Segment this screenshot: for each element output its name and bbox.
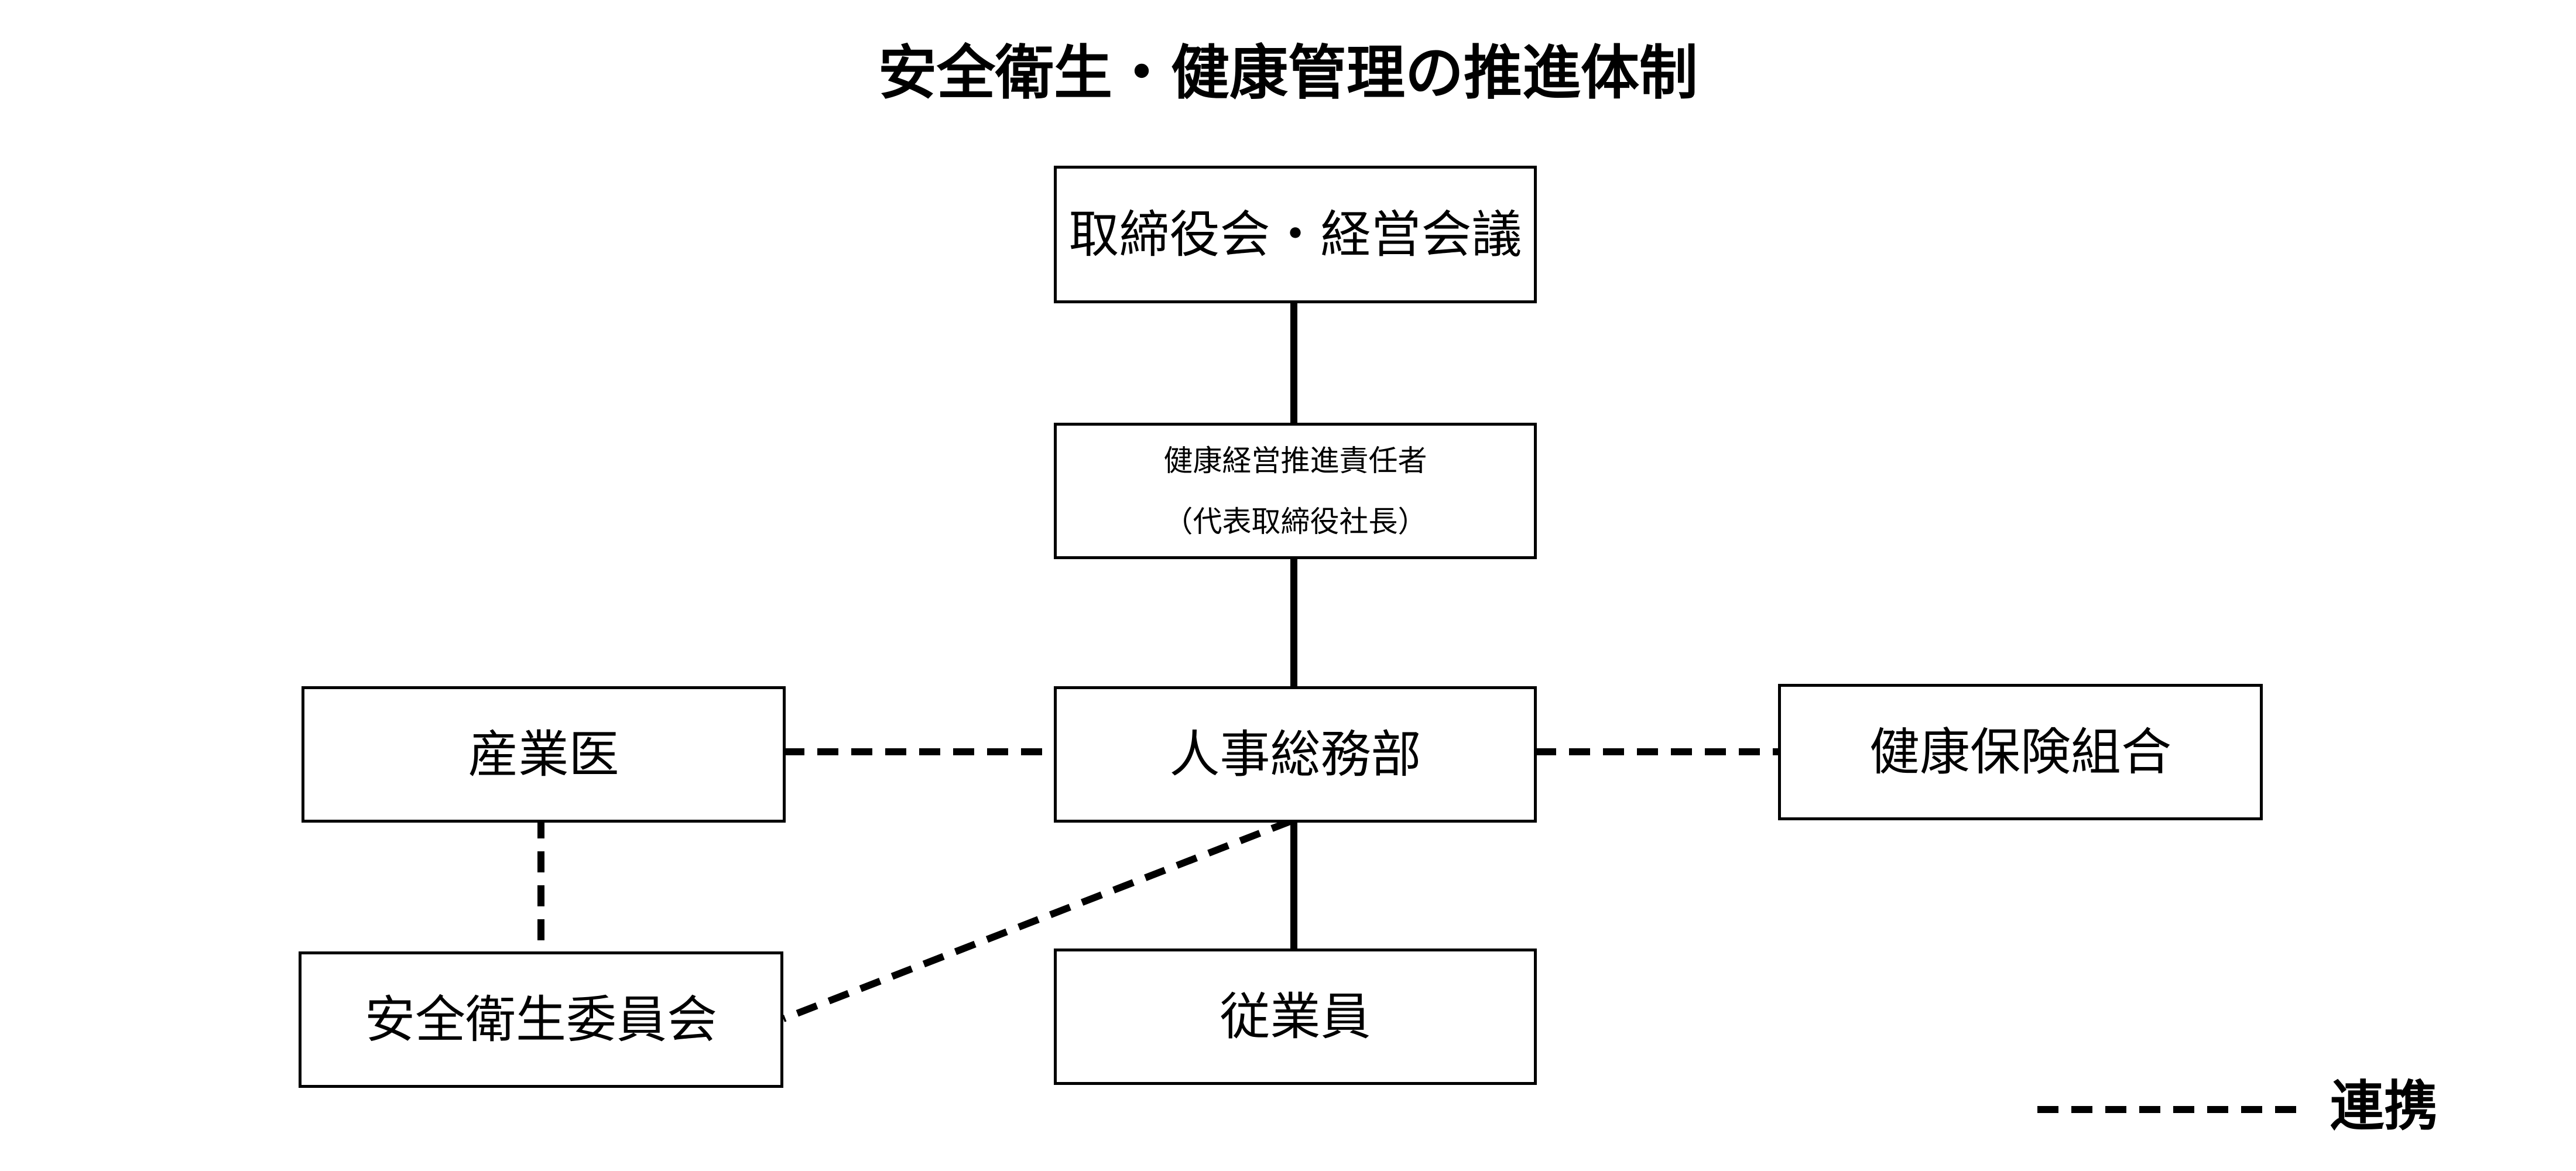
node-doctor: 産業医 <box>302 686 786 823</box>
node-health-officer-label-1: 健康経営推進責任者 <box>1163 443 1427 478</box>
node-board: 取締役会・経営会議 <box>1054 166 1537 303</box>
node-committee: 安全衛生委員会 <box>299 951 783 1088</box>
node-insurance-label: 健康保険組合 <box>1869 723 2171 782</box>
node-board-label: 取締役会・経営会議 <box>1068 205 1522 264</box>
dashed-link-hr-committee <box>782 817 1293 1022</box>
node-employees: 従業員 <box>1054 949 1537 1085</box>
node-doctor-label: 産業医 <box>468 725 619 784</box>
node-employees-label: 従業員 <box>1220 987 1371 1046</box>
node-hr-label: 人事総務部 <box>1169 725 1421 784</box>
node-hr: 人事総務部 <box>1054 686 1537 823</box>
node-health-officer-label-2: （代表取締役社長） <box>1163 504 1427 539</box>
node-health-officer: 健康経営推進責任者 （代表取締役社長） <box>1054 423 1537 559</box>
node-insurance: 健康保険組合 <box>1778 684 2263 820</box>
legend-label: 連携 <box>2330 1075 2438 1138</box>
node-committee-label: 安全衛生委員会 <box>365 990 717 1049</box>
diagram-title: 安全衛生・健康管理の推進体制 <box>878 39 1698 107</box>
